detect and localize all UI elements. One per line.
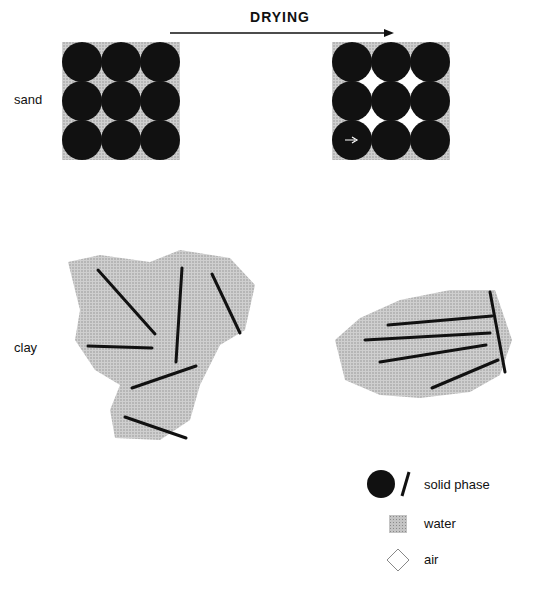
wet-clay [68,250,255,440]
legend-text: water [424,516,456,532]
row-label: clay [14,340,37,356]
legend-samples [367,470,409,571]
legend-text: air [424,552,438,568]
dry-sand [332,42,450,160]
legend-swatch [389,515,407,533]
diagram-title: DRYING [250,9,310,26]
row-label: sand [14,92,42,108]
wet-sand [62,42,180,160]
dry-clay [335,290,512,398]
drying-arrow [170,29,394,37]
legend-text: solid phase [424,477,490,493]
